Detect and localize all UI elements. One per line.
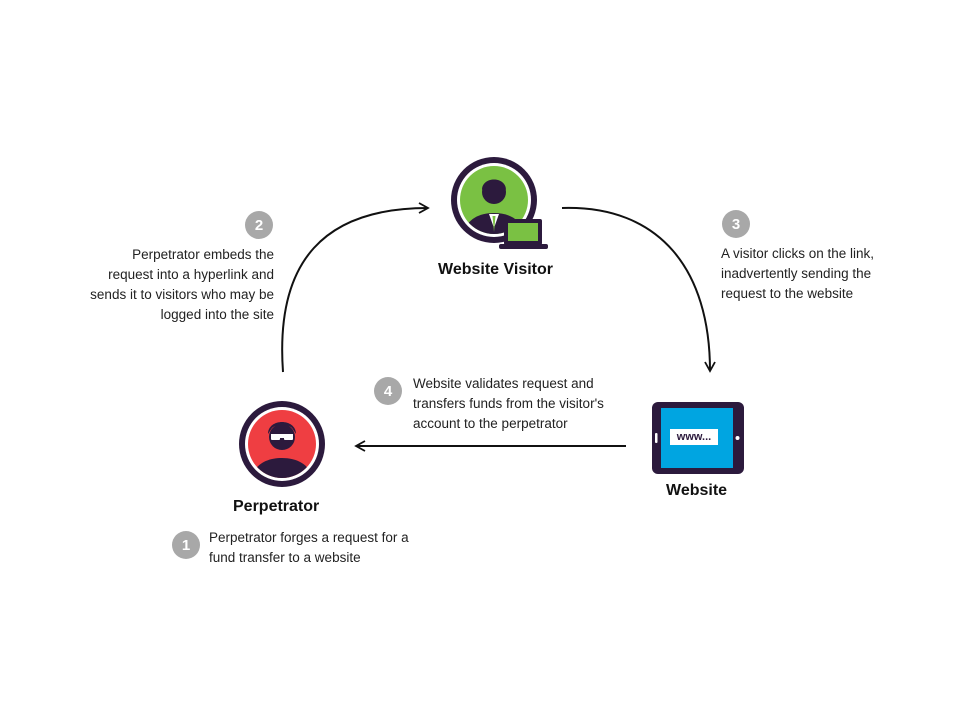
arrow-visitor-to-website xyxy=(561,206,716,373)
step-4-text: Website validates request and transfers … xyxy=(413,376,604,431)
step-1-text: Perpetrator forges a request for a fund … xyxy=(209,530,409,565)
step-2-badge: 2 xyxy=(245,211,273,239)
website-title: Website xyxy=(666,482,728,499)
website-visitor-title: Website Visitor xyxy=(438,261,553,278)
step-3-badge: 3 xyxy=(722,210,750,238)
tablet-screen-text: www... xyxy=(676,431,712,443)
step-3-text: A visitor clicks on the link, inadverten… xyxy=(721,246,875,301)
tablet-browser-icon xyxy=(652,402,744,474)
hacker-icon xyxy=(239,401,325,487)
step-1-badge: 1 xyxy=(172,531,200,559)
step-4-badge: 4 xyxy=(374,377,402,405)
step-2-text: Perpetrator embeds the request into a hy… xyxy=(90,247,274,322)
arrow-perpetrator-to-visitor xyxy=(281,202,430,373)
perpetrator-title: Perpetrator xyxy=(233,498,320,515)
visitor-with-laptop-icon xyxy=(451,157,548,249)
